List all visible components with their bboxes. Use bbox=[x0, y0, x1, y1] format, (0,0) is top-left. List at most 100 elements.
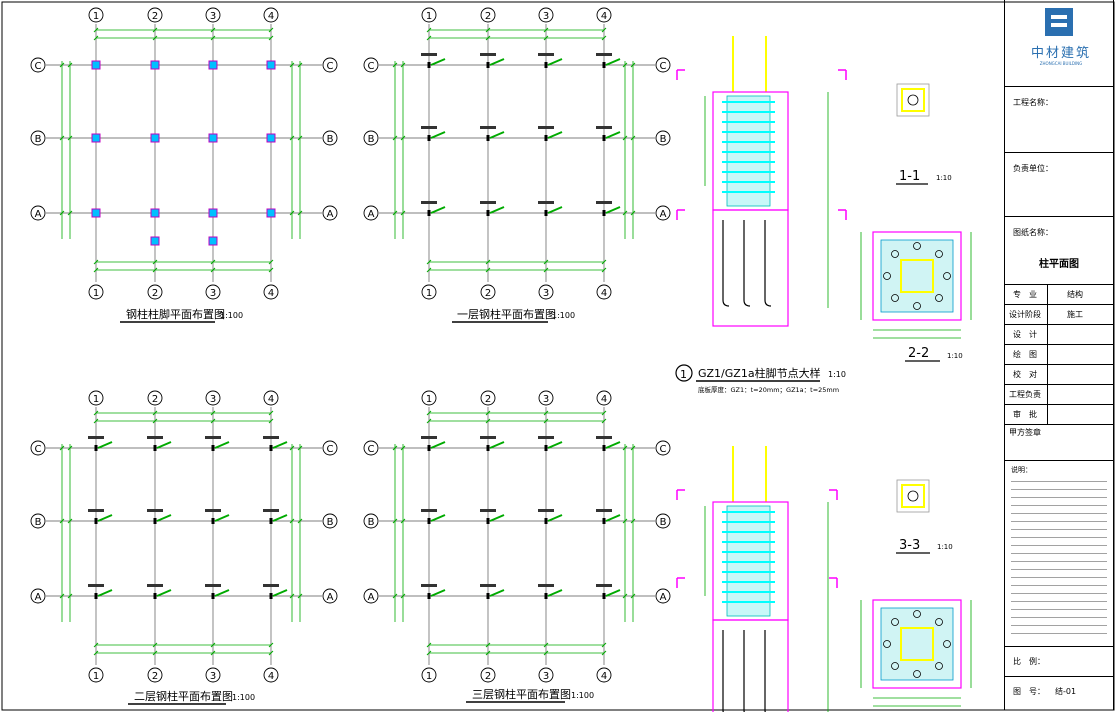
axis-bubble bbox=[538, 667, 554, 683]
tb-row-5: 工程负责 bbox=[1005, 384, 1113, 404]
axis-bubble bbox=[88, 667, 104, 683]
plan3-scale: 1:100 bbox=[232, 693, 255, 702]
dimension-tick bbox=[93, 259, 99, 265]
tb-row-7: 甲方签章 bbox=[1005, 424, 1113, 460]
column-base-detail-1 bbox=[704, 36, 829, 327]
dimension-tick bbox=[400, 210, 406, 216]
steel-column bbox=[427, 445, 431, 451]
dimension-tick bbox=[152, 35, 158, 41]
column-tag bbox=[205, 436, 221, 439]
axis-bubble bbox=[596, 667, 612, 683]
dimension-tick bbox=[601, 642, 607, 648]
column-base bbox=[150, 60, 160, 70]
column-tag-leader bbox=[156, 589, 172, 597]
dimension-tick bbox=[210, 642, 216, 648]
column-tag bbox=[147, 436, 163, 439]
dimension-tick bbox=[400, 62, 406, 68]
axis-bubble bbox=[655, 440, 671, 456]
axis-label: 1 bbox=[426, 394, 432, 405]
axis-label: A bbox=[368, 209, 375, 220]
dimension-tick bbox=[426, 35, 432, 41]
column-tag bbox=[421, 53, 437, 56]
bolt-hole bbox=[935, 250, 943, 258]
tb-row-1: 设计阶段施工 bbox=[1005, 304, 1113, 324]
detail-scale: 1:10 bbox=[828, 370, 846, 379]
column-tag-leader bbox=[605, 589, 621, 597]
dimension-tick bbox=[485, 267, 491, 273]
dimension-tick bbox=[93, 650, 99, 656]
axis-bubble bbox=[538, 390, 554, 406]
tb-label-2: 设 计 bbox=[1013, 330, 1037, 339]
axis-label: 4 bbox=[268, 11, 274, 22]
plan4-title: 三层钢柱平面布置图 bbox=[472, 687, 571, 701]
anchor-bolt bbox=[764, 220, 772, 307]
axis-bubble bbox=[596, 390, 612, 406]
column-tag bbox=[263, 436, 279, 439]
dimension-tick bbox=[426, 410, 432, 416]
steel-column bbox=[94, 593, 98, 599]
axis-bubble bbox=[263, 284, 279, 300]
axis-bubble bbox=[480, 7, 496, 23]
dimension-tick bbox=[152, 267, 158, 273]
dimension-tick bbox=[426, 259, 432, 265]
plan2-scale: 1:100 bbox=[552, 311, 575, 320]
column-tube bbox=[900, 259, 934, 293]
axis-bubble bbox=[596, 284, 612, 300]
dimension-tick bbox=[93, 35, 99, 41]
bolt-hole bbox=[913, 242, 921, 250]
dimension-tick bbox=[426, 27, 432, 33]
column-tag-leader bbox=[430, 589, 446, 597]
axis-bubble bbox=[30, 440, 46, 456]
column-tag-leader bbox=[97, 441, 113, 449]
steel-column bbox=[602, 62, 606, 68]
tb-value-0: 结构 bbox=[1067, 290, 1083, 299]
column-tag bbox=[596, 126, 612, 129]
axis-label: 4 bbox=[268, 671, 274, 682]
dimension-tick bbox=[622, 210, 628, 216]
column-tag-leader bbox=[489, 131, 505, 139]
column-tag-leader bbox=[430, 58, 446, 66]
bolt-hole bbox=[913, 670, 921, 678]
dimension-tick bbox=[630, 518, 636, 524]
steel-column bbox=[211, 518, 215, 524]
axis-bubble bbox=[322, 440, 338, 456]
axis-bubble bbox=[655, 205, 671, 221]
dimension-tick bbox=[268, 27, 274, 33]
axis-label: C bbox=[35, 444, 42, 455]
axis-bubble bbox=[263, 390, 279, 406]
axis-bubble bbox=[322, 130, 338, 146]
axis-bubble bbox=[655, 588, 671, 604]
bolt-hole bbox=[891, 294, 899, 302]
base-plate bbox=[872, 599, 962, 689]
column-base bbox=[266, 133, 276, 143]
dimension-tick bbox=[485, 259, 491, 265]
detail-note: 底板厚度：GZ1：t=20mm；GZ1a：t=25mm bbox=[698, 385, 839, 394]
company-logo-text: 中材建筑 bbox=[1030, 46, 1091, 61]
column-tag-leader bbox=[214, 441, 230, 449]
column-tag-leader bbox=[605, 441, 621, 449]
dimension-tick bbox=[268, 259, 274, 265]
steel-column bbox=[602, 210, 606, 216]
steel-column bbox=[602, 135, 606, 141]
dimension-tick bbox=[392, 445, 398, 451]
dimension-tick bbox=[392, 210, 398, 216]
bolt-hole bbox=[943, 272, 951, 280]
detail-number-circle bbox=[675, 364, 693, 382]
axis-label: 4 bbox=[601, 394, 607, 405]
bolt-hole bbox=[883, 640, 891, 648]
dimension-tick bbox=[601, 259, 607, 265]
dimension-tick bbox=[485, 642, 491, 648]
axis-label: 2 bbox=[152, 288, 158, 299]
axis-label: 3 bbox=[210, 671, 216, 682]
axis-label: A bbox=[35, 209, 42, 220]
axis-bubble bbox=[421, 667, 437, 683]
column-tag bbox=[263, 509, 279, 512]
dimension-tick bbox=[601, 27, 607, 33]
tb-row-4: 校 对 bbox=[1005, 364, 1113, 384]
dimension-tick bbox=[426, 418, 432, 424]
column-tag-leader bbox=[272, 441, 288, 449]
steel-column bbox=[602, 445, 606, 451]
axis-bubble bbox=[263, 667, 279, 683]
dimension-tick bbox=[59, 518, 65, 524]
column-tag-leader bbox=[547, 131, 563, 139]
